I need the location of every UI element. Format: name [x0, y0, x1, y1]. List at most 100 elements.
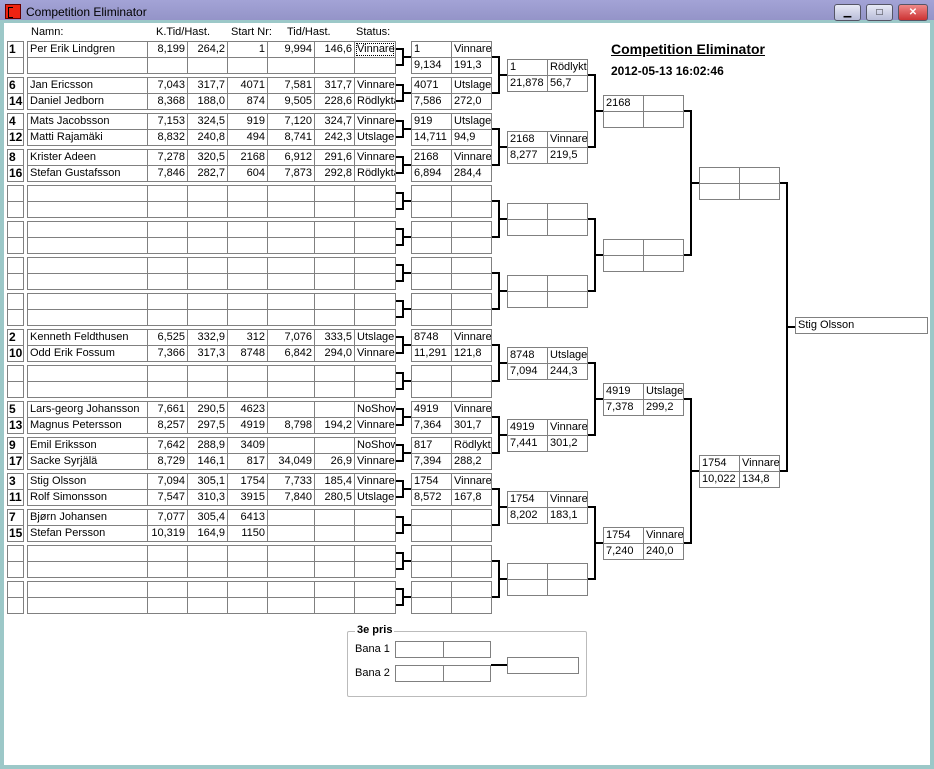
cell-name[interactable]: [27, 581, 148, 598]
cell-ktid[interactable]: 8,368: [147, 93, 188, 110]
cell-hast[interactable]: 317,7: [314, 77, 355, 94]
cell-ktid[interactable]: [147, 257, 188, 274]
cell-tid[interactable]: [267, 509, 315, 526]
cell-status[interactable]: [354, 509, 396, 526]
cell-ktid[interactable]: [147, 237, 188, 254]
cell-status[interactable]: [354, 273, 396, 290]
round2-time[interactable]: 8,202: [507, 507, 548, 524]
cell-start-nr[interactable]: 874: [227, 93, 268, 110]
cell-status[interactable]: Vinnare: [354, 473, 396, 490]
cell-khast[interactable]: [187, 257, 228, 274]
cell-name[interactable]: Rolf Simonsson: [27, 489, 148, 506]
cell-tid[interactable]: 7,873: [267, 165, 315, 182]
cell-name[interactable]: Stig Olsson: [27, 473, 148, 490]
cell-name[interactable]: [27, 293, 148, 310]
cell-khast[interactable]: 282,7: [187, 165, 228, 182]
round3-status[interactable]: Utslagen: [643, 383, 684, 400]
cell-hast[interactable]: [314, 525, 355, 542]
round3-status[interactable]: [643, 95, 684, 112]
cell-hast[interactable]: [314, 401, 355, 418]
cell-tid[interactable]: [267, 273, 315, 290]
round1-speed[interactable]: [451, 381, 492, 398]
cell-name[interactable]: [27, 561, 148, 578]
cell-name[interactable]: Stefan Persson: [27, 525, 148, 542]
cell-hast[interactable]: 26,9: [314, 453, 355, 470]
cell-name[interactable]: Krister Adeen: [27, 149, 148, 166]
cell-name[interactable]: [27, 237, 148, 254]
cell-khast[interactable]: 297,5: [187, 417, 228, 434]
cell-tid[interactable]: 8,798: [267, 417, 315, 434]
round1-start-nr[interactable]: 1: [411, 41, 452, 58]
cell-status[interactable]: [354, 525, 396, 542]
cell-khast[interactable]: 290,5: [187, 401, 228, 418]
cell-khast[interactable]: [187, 365, 228, 382]
round2-start-nr[interactable]: [507, 275, 548, 292]
cell-status[interactable]: Vinnare: [354, 113, 396, 130]
cell-status[interactable]: Rödlykta: [354, 165, 396, 182]
round1-speed[interactable]: [451, 237, 492, 254]
round1-status[interactable]: [451, 365, 492, 382]
round3-start-nr[interactable]: 4919: [603, 383, 644, 400]
cell-hast[interactable]: [314, 257, 355, 274]
cell-hast[interactable]: 194,2: [314, 417, 355, 434]
round4-status[interactable]: [739, 167, 780, 184]
round3-start-nr[interactable]: 2168: [603, 95, 644, 112]
cell-tid[interactable]: [267, 201, 315, 218]
cell-khast[interactable]: [187, 381, 228, 398]
cell-status[interactable]: Vinnare: [354, 41, 396, 58]
round1-time[interactable]: 7,394: [411, 453, 452, 470]
cell-khast[interactable]: 332,9: [187, 329, 228, 346]
round4-start-nr[interactable]: [699, 167, 740, 184]
cell-ktid[interactable]: [147, 221, 188, 238]
cell-ktid[interactable]: 7,661: [147, 401, 188, 418]
cell-tid[interactable]: [267, 309, 315, 326]
cell-tid[interactable]: 9,505: [267, 93, 315, 110]
round2-start-nr[interactable]: 8748: [507, 347, 548, 364]
round1-speed[interactable]: 94,9: [451, 129, 492, 146]
cell-tid[interactable]: 7,733: [267, 473, 315, 490]
round1-speed[interactable]: [451, 561, 492, 578]
cell-hast[interactable]: [314, 237, 355, 254]
round1-start-nr[interactable]: 4919: [411, 401, 452, 418]
cell-ktid[interactable]: [147, 561, 188, 578]
cell-name[interactable]: Daniel Jedborn: [27, 93, 148, 110]
round2-time[interactable]: 21,878: [507, 75, 548, 92]
cell-name[interactable]: Sacke Syrjälä: [27, 453, 148, 470]
round2-speed[interactable]: [547, 291, 588, 308]
cell-hast[interactable]: [314, 185, 355, 202]
cell-start-nr[interactable]: [227, 309, 268, 326]
cell-ktid[interactable]: 6,525: [147, 329, 188, 346]
round1-status[interactable]: Rödlykta: [451, 437, 492, 454]
round1-time[interactable]: 14,711: [411, 129, 452, 146]
cell-name[interactable]: [27, 201, 148, 218]
cell-start-nr[interactable]: [227, 381, 268, 398]
cell-start-nr[interactable]: 312: [227, 329, 268, 346]
cell-tid[interactable]: [267, 381, 315, 398]
cell-name[interactable]: [27, 273, 148, 290]
round1-speed[interactable]: 121,8: [451, 345, 492, 362]
cell-ktid[interactable]: 7,153: [147, 113, 188, 130]
cell-name[interactable]: Magnus Petersson: [27, 417, 148, 434]
cell-tid[interactable]: 7,120: [267, 113, 315, 130]
round1-status[interactable]: [451, 545, 492, 562]
round2-speed[interactable]: 301,2: [547, 435, 588, 452]
cell-name[interactable]: Odd Erik Fossum: [27, 345, 148, 362]
round2-speed[interactable]: 56,7: [547, 75, 588, 92]
round1-time[interactable]: [411, 201, 452, 218]
cell-ktid[interactable]: 10,319: [147, 525, 188, 542]
cell-ktid[interactable]: 7,043: [147, 77, 188, 94]
cell-name[interactable]: Per Erik Lindgren: [27, 41, 148, 58]
cell-hast[interactable]: [314, 381, 355, 398]
round1-time[interactable]: [411, 381, 452, 398]
cell-ktid[interactable]: [147, 273, 188, 290]
cell-tid[interactable]: [267, 185, 315, 202]
cell-start-nr[interactable]: 919: [227, 113, 268, 130]
round1-start-nr[interactable]: 4071: [411, 77, 452, 94]
cell-start-nr[interactable]: 1: [227, 41, 268, 58]
cell-status[interactable]: [354, 257, 396, 274]
round3-speed[interactable]: 240,0: [643, 543, 684, 560]
cell-khast[interactable]: 305,4: [187, 509, 228, 526]
cell-ktid[interactable]: 7,547: [147, 489, 188, 506]
round2-time[interactable]: [507, 219, 548, 236]
round1-speed[interactable]: [451, 309, 492, 326]
